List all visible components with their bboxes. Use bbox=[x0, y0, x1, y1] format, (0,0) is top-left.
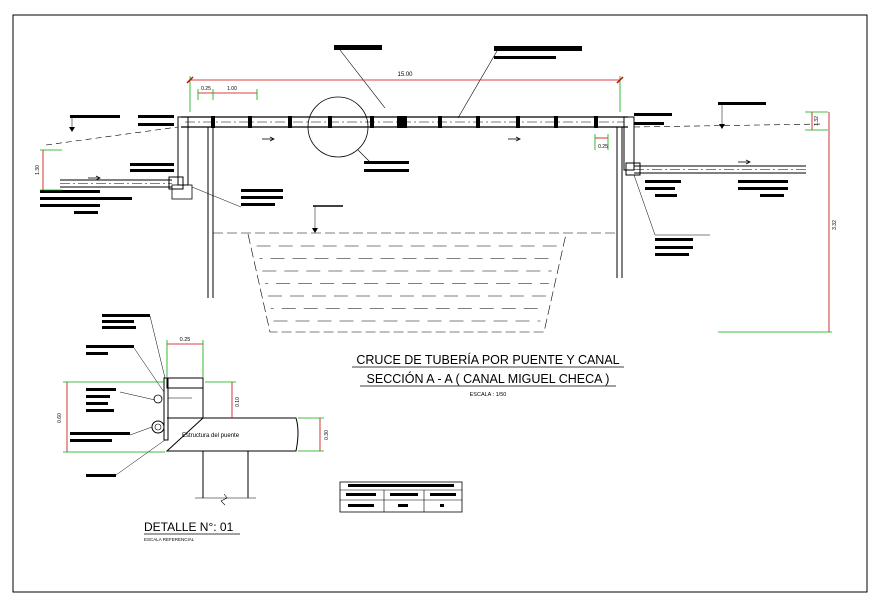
pipe-support bbox=[328, 116, 332, 128]
main-section: 15.00 0.25 1.00 0.25 1.30 1.32 3.32 bbox=[35, 45, 838, 333]
detail-slab-dim-text: 0.30 bbox=[324, 430, 330, 440]
detail-subtitle: ESCALA REFERENCIAL bbox=[144, 537, 195, 542]
right-ground-line bbox=[633, 123, 823, 128]
detail-01: Estructura del puente 0.2 bbox=[57, 314, 330, 542]
detail-structure-label: Estructura del puente bbox=[182, 433, 240, 439]
legend-table bbox=[339, 481, 463, 513]
pipe-support bbox=[554, 116, 558, 128]
pipe-support bbox=[438, 116, 442, 128]
canal-section bbox=[247, 233, 567, 333]
d2-dim-text: 1.00 bbox=[227, 86, 237, 92]
d1-dim-text: 0.25 bbox=[201, 86, 211, 92]
section-title-line2: SECCIÓN A - A ( CANAL MIGUEL CHECA ) bbox=[367, 371, 610, 386]
pipe-support bbox=[476, 116, 480, 128]
pipe-support bbox=[211, 116, 215, 128]
label-bar-1 bbox=[334, 45, 382, 50]
right-elbow bbox=[625, 162, 641, 176]
left-ground-line bbox=[45, 126, 179, 146]
label-ground-left bbox=[70, 115, 120, 118]
drawing-frame bbox=[12, 14, 868, 593]
section-title-line1: CRUCE DE TUBERÍA POR PUENTE Y CANAL bbox=[356, 352, 619, 367]
pipe-support bbox=[248, 116, 252, 128]
pipe-support bbox=[516, 116, 520, 128]
pipe-support bbox=[370, 116, 374, 128]
left-height-dim-text: 1.30 bbox=[35, 165, 41, 175]
detail-height-dim-text: 0.60 bbox=[57, 413, 63, 423]
pipe-support bbox=[288, 116, 292, 128]
left-anchor bbox=[171, 184, 193, 200]
detail-title: DETALLE N°: 01 bbox=[144, 520, 234, 534]
detail-callout-circle bbox=[307, 96, 369, 158]
label-bar-3 bbox=[494, 56, 556, 59]
right-top-dim-text: 1.32 bbox=[814, 116, 820, 126]
detail-cap-dim-text: 0.10 bbox=[235, 397, 241, 407]
flow-arrows bbox=[88, 136, 751, 181]
water-level-symbol bbox=[312, 228, 318, 233]
right-riser bbox=[623, 116, 635, 171]
detail-dim-width-text: 0.25 bbox=[180, 337, 191, 343]
callout-label-line1 bbox=[364, 161, 409, 164]
pipe-support bbox=[594, 116, 598, 128]
label-bar-2 bbox=[494, 46, 582, 51]
pipe-support bbox=[397, 116, 407, 128]
callout-label-line2 bbox=[364, 169, 409, 172]
right-height-dim-text: 3.32 bbox=[832, 220, 838, 230]
water-hatch bbox=[256, 245, 558, 322]
section-scale: ESCALA : 1/50 bbox=[470, 392, 507, 398]
right-small-dim-text: 0.25 bbox=[598, 144, 608, 150]
span-dim-text: 15.00 bbox=[397, 72, 413, 78]
left-elbow bbox=[168, 176, 184, 190]
pipe-supports bbox=[211, 116, 598, 128]
